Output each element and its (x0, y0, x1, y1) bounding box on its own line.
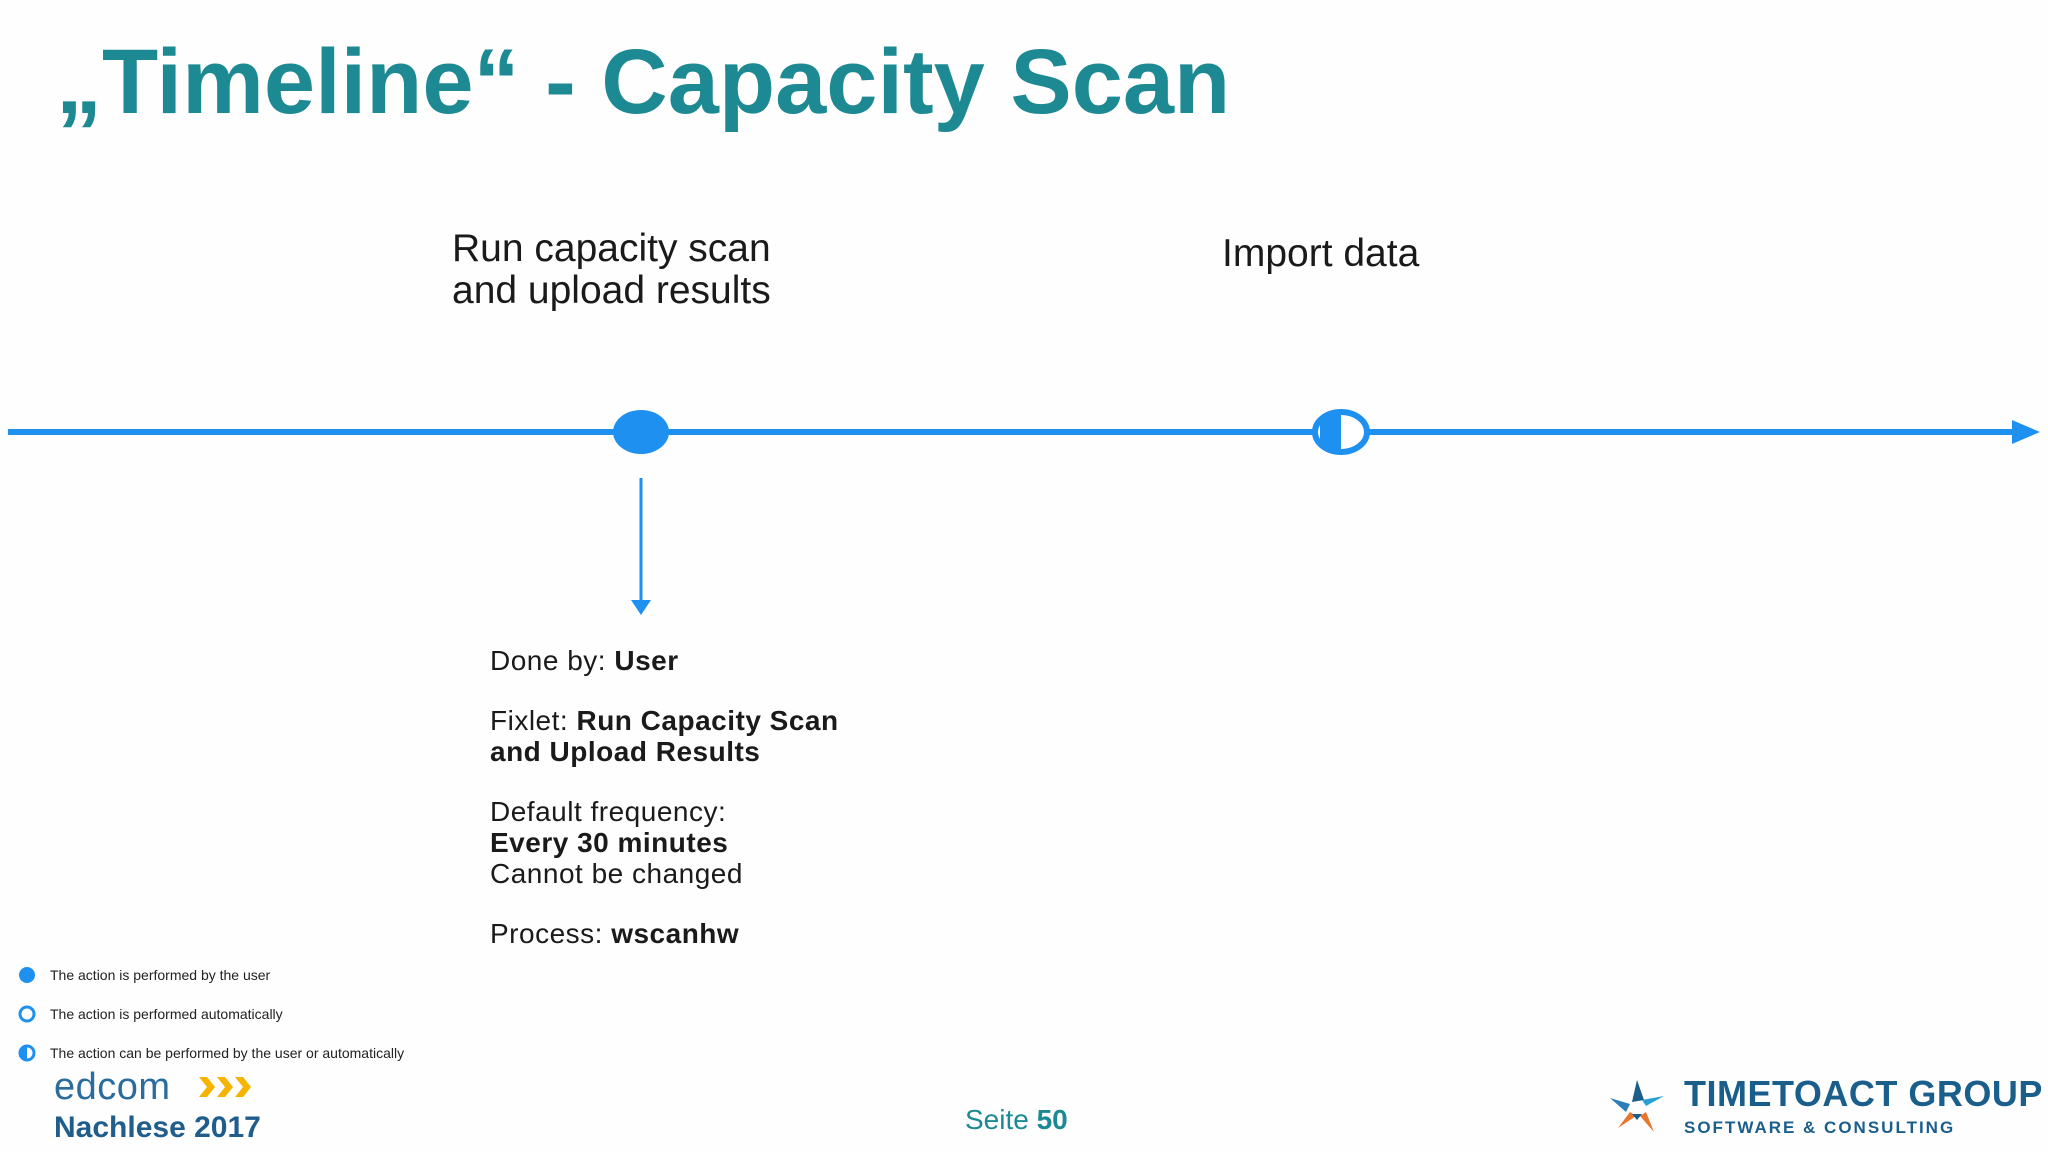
step-details: Done by: User Fixlet: Run Capacity Scan … (490, 645, 839, 978)
marker-legend: The action is performed by the user The … (16, 955, 404, 1072)
process-label: Process: (490, 918, 612, 949)
process-value: wscanhw (611, 918, 740, 949)
step-label-run-capacity-scan: Run capacity scan and upload results (452, 228, 771, 312)
process-row: Process: wscanhw (490, 918, 839, 949)
step-label-line: and upload results (452, 269, 771, 312)
frequency-row: Default frequency: Every 30 minutes Cann… (490, 796, 839, 889)
half-circle-icon (18, 1044, 36, 1061)
event-logo-word: edcom (54, 1066, 171, 1108)
step-label-line: Import data (1222, 232, 1420, 275)
company-logo: TIMETOACT GROUP SOFTWARE & CONSULTING (1604, 1074, 2043, 1138)
legend-item-user: The action is performed by the user (16, 955, 404, 994)
timeline-marker-user[interactable] (613, 410, 669, 454)
event-logo: edcom Nachlese 2017 (54, 1068, 261, 1146)
done-by-label: Done by: (490, 645, 615, 676)
legend-item-user-or-automatic: The action can be performed by the user … (16, 1033, 404, 1072)
company-name: TIMETOACT GROUP (1684, 1073, 2043, 1114)
filled-circle-icon (19, 966, 35, 983)
done-by-row: Done by: User (490, 645, 839, 676)
step-label-line: Run capacity scan (452, 227, 771, 270)
frequency-label: Default frequency: (490, 796, 727, 827)
fixlet-value: Run Capacity Scan (576, 705, 839, 736)
event-name: Nachlese 2017 (54, 1111, 261, 1144)
frequency-note: Cannot be changed (490, 858, 743, 889)
timeline-arrowhead (2012, 420, 2040, 444)
fixlet-label: Fixlet: (490, 705, 577, 736)
fixlet-row: Fixlet: Run Capacity Scan and Upload Res… (490, 705, 839, 767)
timeline-diagram (8, 409, 2040, 615)
legend-text: The action can be performed by the user … (50, 1044, 405, 1061)
legend-item-automatic: The action is performed automatically (16, 994, 404, 1033)
legend-text: The action is performed automatically (50, 1005, 283, 1022)
detail-connector-arrowhead (631, 600, 651, 615)
fixlet-value-continued: and Upload Results (490, 736, 761, 767)
page-label: Seite (965, 1104, 1029, 1135)
company-tagline: SOFTWARE & CONSULTING (1684, 1118, 1956, 1137)
page-number-value: 50 (1036, 1104, 1068, 1135)
timetoact-star-icon (1610, 1080, 1664, 1132)
chevrons-icon (198, 1077, 251, 1097)
hollow-circle-icon (18, 1005, 36, 1022)
legend-text: The action is performed by the user (50, 966, 271, 983)
frequency-value: Every 30 minutes (490, 827, 729, 858)
page-number: Seite 50 (965, 1104, 1068, 1136)
done-by-value: User (614, 645, 679, 676)
slide-title: „Timeline“ - Capacity Scan (56, 31, 1231, 133)
step-label-import-data: Import data (1222, 233, 1419, 275)
timeline-marker-user-or-automatic[interactable] (1312, 409, 1370, 455)
